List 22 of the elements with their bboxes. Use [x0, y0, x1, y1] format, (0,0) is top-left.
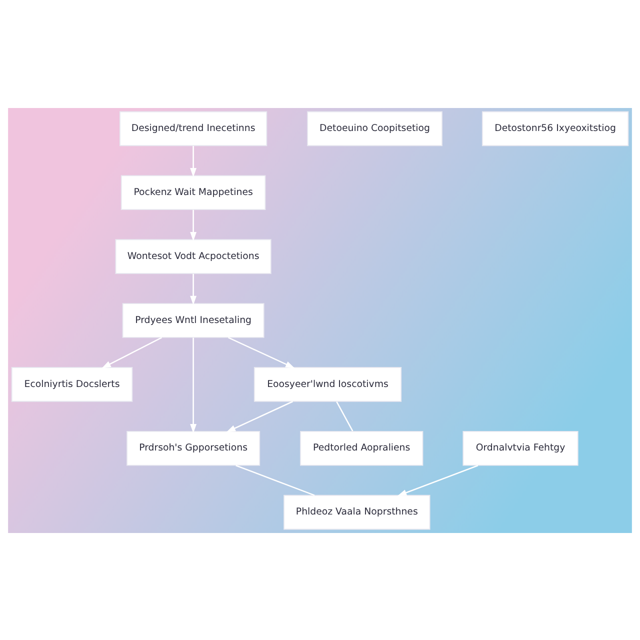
connector	[336, 400, 354, 431]
node-box: Prdrsoh's Gpporsetions	[126, 430, 260, 466]
node-box: Pockenz Wait Mappetines	[120, 174, 266, 210]
node-box: Wontesot Vodt Acpoctetions	[115, 238, 272, 274]
node-box: Detostonr56 Ixyeoxitstiog	[482, 110, 629, 146]
arrow	[397, 464, 478, 496]
arrow	[190, 273, 197, 305]
node-box: Pedtorled Aopraliens	[300, 430, 424, 466]
node-box: Prdyees Wntl Inesetaling	[122, 302, 264, 338]
node-box: Phldeoz Vaala Noprsthnes	[284, 494, 430, 530]
connector	[236, 464, 315, 496]
node-box: Designed/trend Inecetinns	[120, 110, 268, 146]
node-box: Detoeuino Coopitsetiog	[307, 110, 442, 146]
arrow	[226, 400, 294, 432]
node-box: Ordnalvtvia Fehtgy	[462, 430, 578, 466]
arrow	[190, 145, 197, 177]
arrow	[102, 336, 162, 368]
arrow	[190, 209, 197, 241]
node-box: Ecolniyrtis Docslerts	[11, 366, 133, 402]
node-box: Eoosyeer'lwnd Ioscotivms	[254, 366, 402, 402]
arrow	[228, 336, 295, 368]
arrow	[190, 337, 197, 433]
